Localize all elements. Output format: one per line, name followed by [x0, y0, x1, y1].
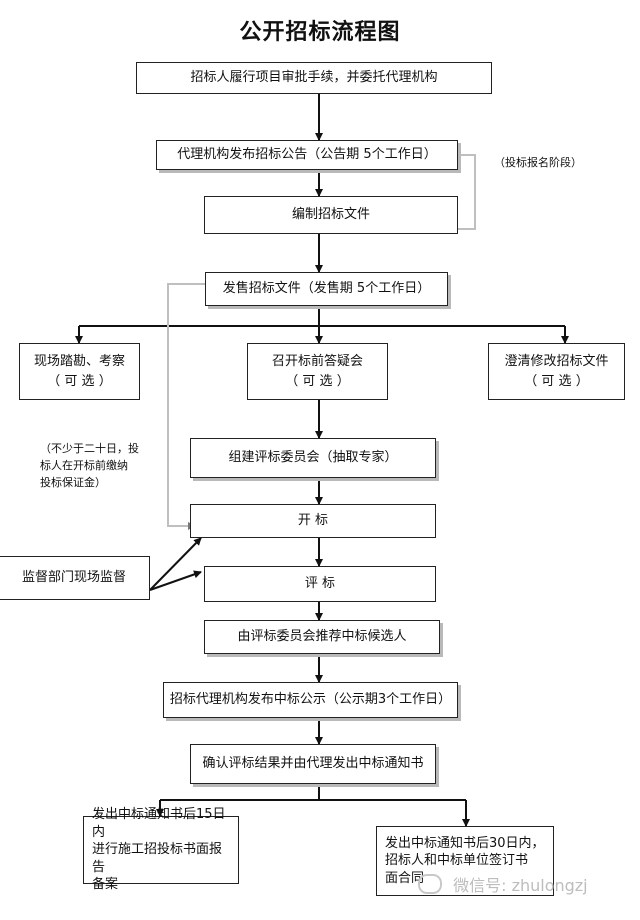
step-sign-contract: 发出中标通知书后30日内， 招标人和中标单位签订书 面合同 — [376, 826, 554, 896]
step-written-report-line2: 进行施工招投标书面报告 — [92, 842, 223, 875]
step-bid-opening: 开 标 — [190, 504, 436, 538]
bid-stage-note-text: （投标报名阶段） — [494, 156, 582, 169]
step-site-survey: 现场踏勘、考察 （ 可 选 ） — [19, 343, 140, 400]
step-sell-documents-label: 发售招标文件（发售期 5个工作日） — [222, 281, 431, 297]
wechat-icon — [418, 874, 442, 894]
step-clarify-documents-label: 澄清修改招标文件 — [504, 354, 609, 369]
step-tender-announcement: 代理机构发布招标公告（公告期 5个工作日） — [156, 140, 458, 170]
watermark-text: 微信号: zhulongzj — [453, 876, 588, 895]
step-bid-evaluation-label: 评 标 — [304, 576, 336, 592]
step-award-notice: 确认评标结果并由代理发出中标通知书 — [190, 744, 436, 784]
page-title: 公开招标流程图 — [239, 20, 401, 45]
step-form-committee-label: 组建评标委员会（抽取专家） — [228, 450, 398, 466]
step-qa-meeting-label: 召开标前答疑会 — [271, 354, 363, 369]
deposit-note: （不少于二十日，投 标人在开标前缴纳 投标保证金） — [40, 440, 160, 491]
supervision-box: 监督部门现场监督 — [0, 556, 150, 600]
step-winning-publicity: 招标代理机构发布中标公示（公示期3个工作日） — [163, 682, 458, 718]
step-form-committee: 组建评标委员会（抽取专家） — [190, 438, 436, 478]
step-sell-documents: 发售招标文件（发售期 5个工作日） — [205, 272, 448, 306]
step-site-survey-label: 现场踏勘、考察 — [33, 354, 125, 369]
step-prepare-documents-label: 编制招标文件 — [291, 207, 370, 223]
step-written-report-line1: 发出中标通知书后15日内 — [92, 807, 226, 840]
step-sign-contract-line3: 面合同 — [385, 870, 425, 886]
bid-stage-bracket — [458, 154, 476, 230]
step-project-approval-label: 招标人履行项目审批手续，并委托代理机构 — [190, 70, 438, 86]
deposit-note-line3: 投标保证金） — [40, 476, 106, 490]
step-written-report: 发出中标通知书后15日内 进行施工招投标书面报告 备案 — [83, 807, 239, 892]
step-tender-announcement-label: 代理机构发布招标公告（公告期 5个工作日） — [177, 147, 437, 163]
step-bid-evaluation: 评 标 — [204, 566, 436, 602]
step-written-report-line3: 备案 — [92, 877, 119, 893]
deposit-note-line2: 标人在开标前缴纳 — [40, 459, 128, 473]
step-recommend-candidate-label: 由评标委员会推荐中标候选人 — [237, 629, 407, 645]
supervision-label: 监督部门现场监督 — [21, 570, 126, 586]
step-qa-meeting-optional: （ 可 选 ） — [285, 373, 350, 389]
step-sign-contract-line1: 发出中标通知书后30日内， — [385, 835, 545, 851]
step-clarify-documents: 澄清修改招标文件 （ 可 选 ） — [488, 343, 625, 400]
step-winning-publicity-label: 招标代理机构发布中标公示（公示期3个工作日） — [169, 692, 452, 708]
supervision-arrow-open — [149, 537, 202, 591]
step-qa-meeting: 召开标前答疑会 （ 可 选 ） — [247, 343, 388, 400]
step-bid-opening-label: 开 标 — [297, 513, 329, 529]
step-project-approval: 招标人履行项目审批手续，并委托代理机构 — [136, 62, 492, 94]
step-site-survey-optional: （ 可 选 ） — [47, 373, 112, 389]
supervision-arrow-eval — [149, 570, 202, 591]
step-clarify-documents-optional: （ 可 选 ） — [524, 373, 589, 389]
step-sign-contract-line2: 招标人和中标单位签订书 — [385, 853, 529, 869]
watermark: 微信号: zhulongzj — [418, 872, 588, 896]
step-prepare-documents: 编制招标文件 — [204, 196, 458, 234]
bid-stage-note: （投标报名阶段） — [494, 154, 582, 171]
deposit-path — [167, 283, 205, 527]
deposit-note-line1: （不少于二十日，投 — [40, 442, 139, 455]
step-recommend-candidate: 由评标委员会推荐中标候选人 — [204, 620, 440, 654]
step-award-notice-label: 确认评标结果并由代理发出中标通知书 — [202, 756, 424, 772]
